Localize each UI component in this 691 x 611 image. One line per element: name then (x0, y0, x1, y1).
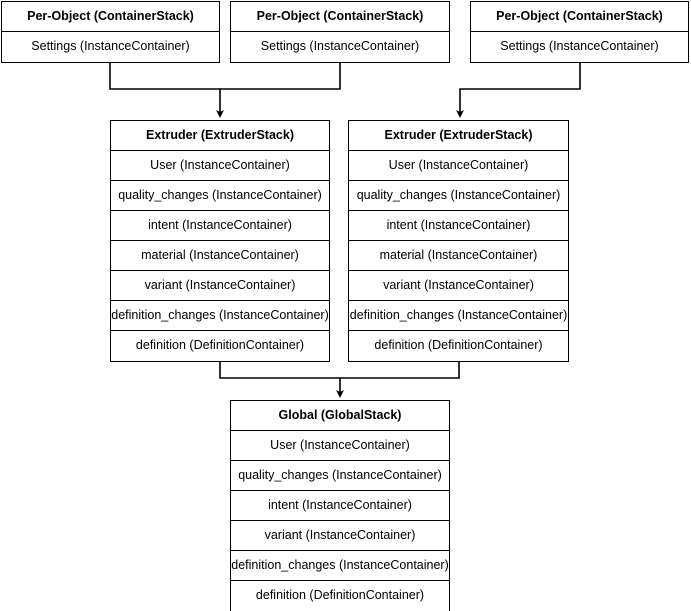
node-row: User (InstanceContainer) (231, 431, 449, 461)
node-row: definition (DefinitionContainer) (255, 588, 425, 602)
node-row: definition_changes (InstanceContainer) (111, 301, 329, 331)
node-row: Settings (InstanceContainer) (500, 39, 659, 53)
node-extruder-1[interactable]: Extruder (ExtruderStack) User (InstanceC… (110, 120, 330, 362)
node-row: material (InstanceContainer) (111, 241, 329, 271)
node-header: Extruder (ExtruderStack) (349, 121, 568, 151)
edge-per-object-3-to-extruder-2 (456, 61, 581, 118)
node-global[interactable]: Global (GlobalStack) User (InstanceConta… (230, 400, 450, 611)
node-row: definition_changes (InstanceContainer) (231, 551, 449, 581)
edge-extruder-1-to-global (219, 361, 344, 398)
node-header: Per-Object (ContainerStack) (231, 2, 449, 32)
edge-per-object-1-to-extruder-1 (109, 61, 224, 118)
node-per-object-3[interactable]: Per-Object (ContainerStack) Settings (In… (470, 1, 689, 63)
edge-per-object-2-to-extruder-1 (220, 61, 341, 90)
node-row: material (InstanceContainer) (349, 241, 568, 271)
node-row: definition_changes (InstanceContainer) (349, 301, 568, 331)
node-header: Extruder (ExtruderStack) (111, 121, 329, 151)
node-row: intent (InstanceContainer) (231, 491, 449, 521)
node-row: quality_changes (InstanceContainer) (111, 181, 329, 211)
node-row: intent (InstanceContainer) (349, 211, 568, 241)
node-row: Settings (InstanceContainer) (31, 39, 190, 53)
node-row: intent (InstanceContainer) (111, 211, 329, 241)
node-header: Per-Object (ContainerStack) (471, 2, 688, 32)
node-row: User (InstanceContainer) (349, 151, 568, 181)
node-row: definition (DefinitionContainer) (374, 338, 543, 352)
node-extruder-2[interactable]: Extruder (ExtruderStack) User (InstanceC… (348, 120, 569, 362)
node-per-object-1[interactable]: Per-Object (ContainerStack) Settings (In… (1, 1, 220, 63)
node-row: User (InstanceContainer) (111, 151, 329, 181)
node-header: Per-Object (ContainerStack) (2, 2, 219, 32)
node-row: quality_changes (InstanceContainer) (349, 181, 568, 211)
node-row: variant (InstanceContainer) (349, 271, 568, 301)
node-row: definition (DefinitionContainer) (135, 338, 305, 352)
node-per-object-2[interactable]: Per-Object (ContainerStack) Settings (In… (230, 1, 450, 63)
node-row: Settings (InstanceContainer) (260, 39, 420, 53)
edge-extruder-2-to-global (340, 361, 460, 379)
node-row: variant (InstanceContainer) (111, 271, 329, 301)
node-row: quality_changes (InstanceContainer) (231, 461, 449, 491)
node-header: Global (GlobalStack) (231, 401, 449, 431)
node-row: variant (InstanceContainer) (231, 521, 449, 551)
